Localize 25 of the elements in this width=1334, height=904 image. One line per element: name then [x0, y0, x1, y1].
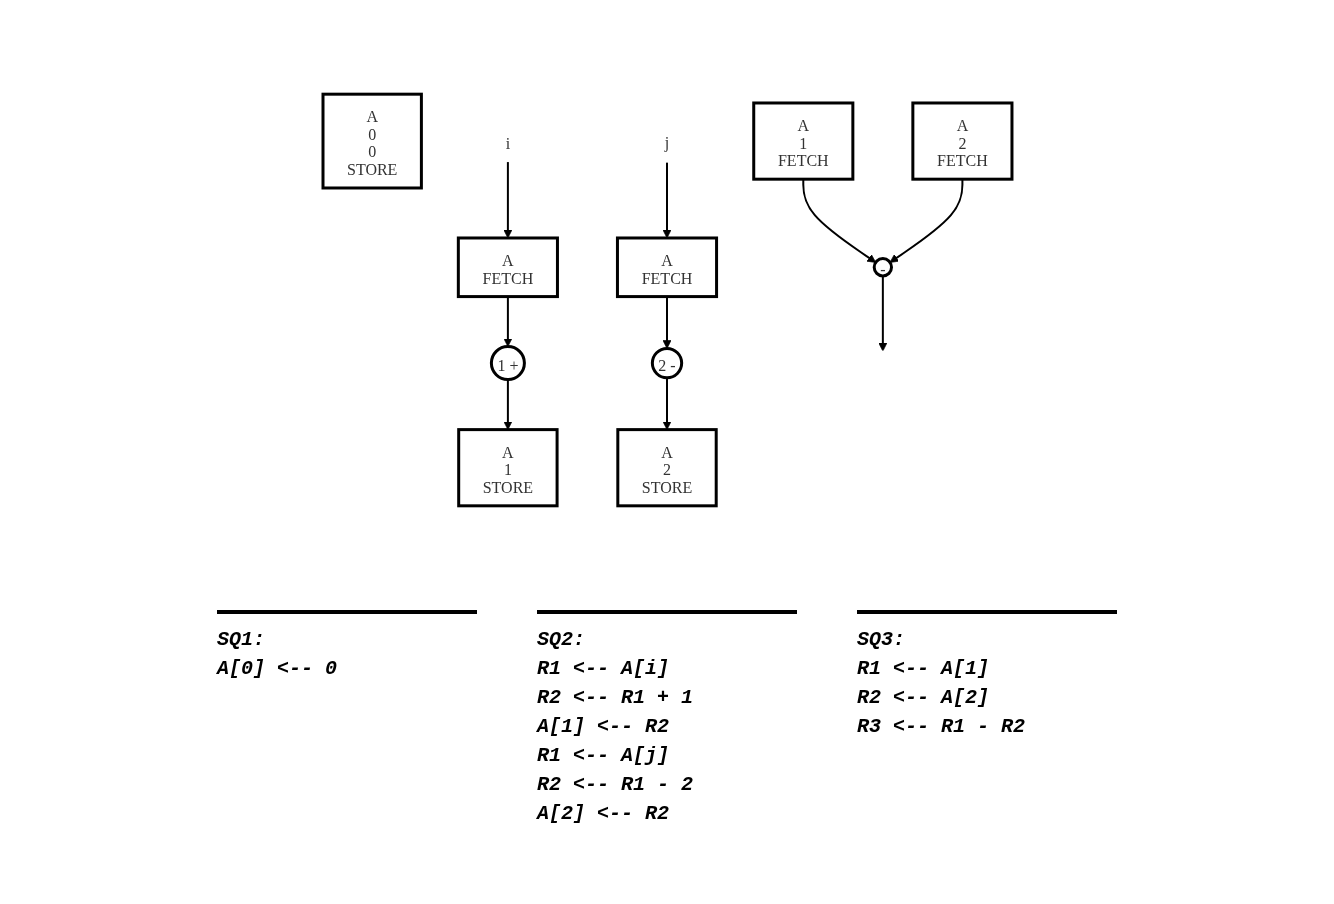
node-box: A 1 STORE	[456, 428, 559, 508]
node-text: i	[505, 134, 510, 152]
code-line: R1 <-- A[1]	[857, 657, 991, 680]
code-line: R2 <-- R1 - 2	[537, 773, 695, 796]
node-box: A FETCH	[615, 236, 718, 299]
code-line: SQ2:	[537, 628, 586, 651]
code-line: SQ1:	[217, 628, 266, 651]
node-circle: 1 +	[489, 345, 526, 382]
code-line: R2 <-- R1 + 1	[537, 686, 695, 709]
code-line: R2 <-- A[2]	[857, 686, 991, 709]
node-text: j	[664, 134, 669, 152]
code-line: R3 <-- R1 - R2	[857, 715, 1027, 738]
node-box: A 0 0 STORE	[321, 92, 423, 190]
node-box: A FETCH	[456, 236, 559, 299]
code-line: A[0] <-- 0	[217, 657, 339, 680]
node-box: A 1 FETCH	[751, 101, 854, 181]
code-line: R1 <-- A[j]	[537, 744, 671, 767]
code-line: A[2] <-- R2	[537, 802, 671, 825]
code-line: A[1] <-- R2	[537, 715, 671, 738]
node-circle: 2 -	[650, 346, 683, 380]
node-box: A 2 STORE	[615, 428, 718, 508]
node-circle: -	[872, 257, 893, 278]
code-line: R1 <-- A[i]	[537, 657, 671, 680]
code-line: SQ3:	[857, 628, 906, 651]
node-box: A 2 FETCH	[910, 101, 1013, 181]
